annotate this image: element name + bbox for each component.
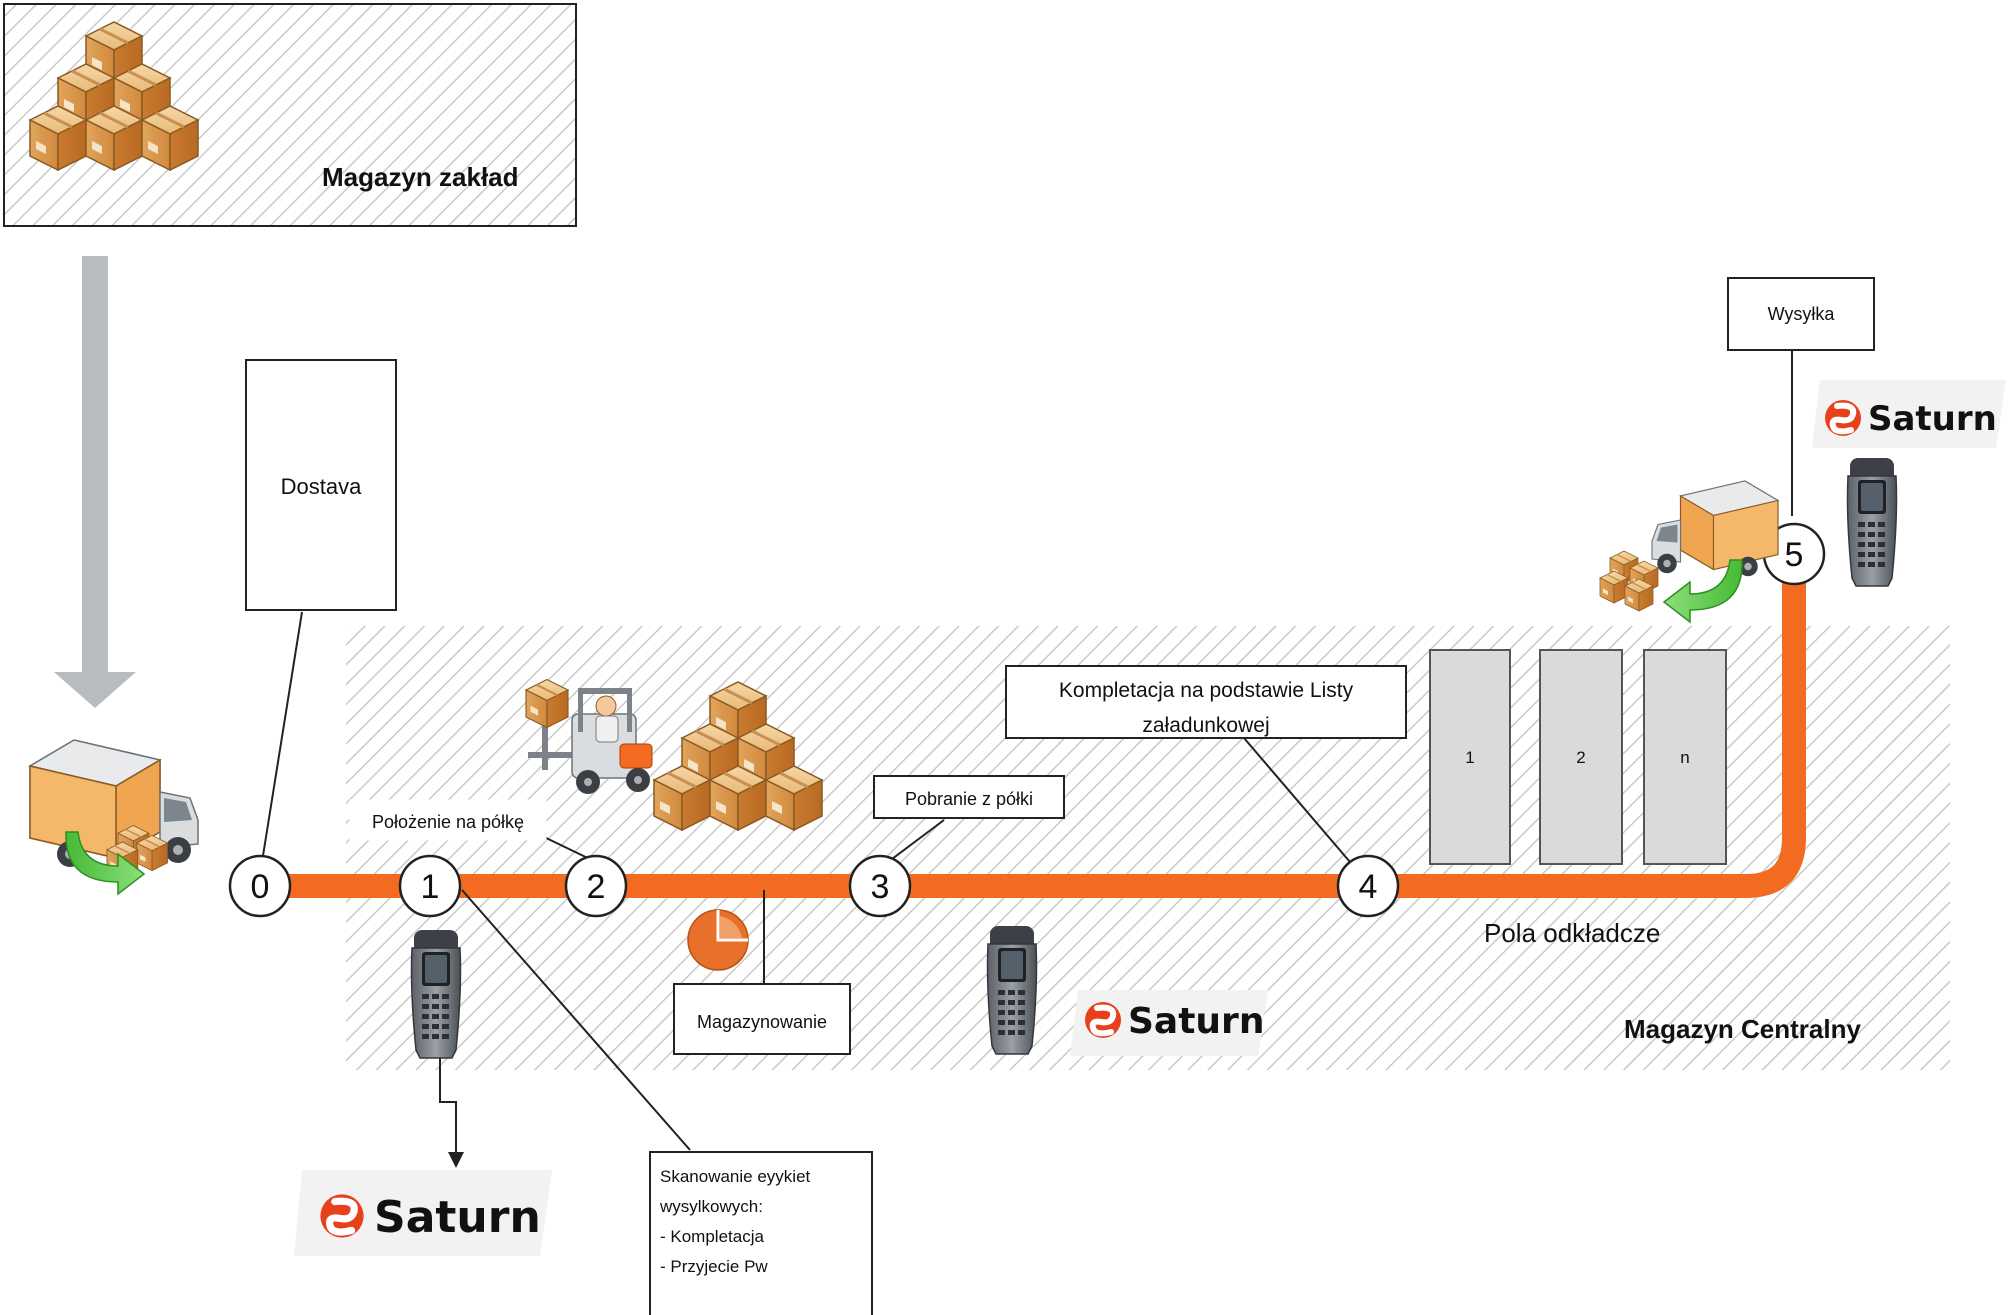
callout-text-line3: - Kompletacja <box>660 1227 764 1246</box>
step-0: 0 <box>228 854 292 918</box>
step-3: 3 <box>848 854 912 918</box>
plant-warehouse-zone: Magazyn zakład <box>3 3 577 227</box>
step-number: 3 <box>871 868 890 906</box>
green-arrow-icon <box>1663 559 1743 623</box>
step-number: 5 <box>1785 536 1804 574</box>
bay-1: 1 <box>1429 649 1511 865</box>
central-warehouse-label: Magazyn Centralny <box>1624 1014 1861 1044</box>
saturn-logo-text: Saturn <box>374 1192 541 1243</box>
callout-text: Magazynowanie <box>697 1012 827 1032</box>
inbound-arrow <box>54 256 136 708</box>
callout-text: Położenie na półkę <box>372 812 524 832</box>
step-number: 4 <box>1359 868 1378 906</box>
callout-connectors <box>261 350 1793 1168</box>
callout-put-on-shelf: Położenie na półkę <box>349 799 547 841</box>
saturn-logo-icon <box>320 1194 363 1237</box>
saturn-logo-text: Saturn <box>1128 1001 1264 1042</box>
barcode-scanner-icon <box>410 929 462 1059</box>
callout-text: Wysyłka <box>1768 304 1836 324</box>
step-number: 0 <box>251 868 270 906</box>
bay-2: 2 <box>1539 649 1623 865</box>
callout-text-line2: wysylkowych: <box>659 1197 763 1216</box>
callout-pick-from-shelf: Pobranie z półki <box>873 775 1065 819</box>
callout-text: Pobranie z półki <box>905 789 1033 809</box>
callout-text-line1: Kompletacja na podstawie Listy <box>1059 679 1354 702</box>
plant-warehouse-label: Magazyn zakład <box>322 162 519 192</box>
callout-shipping: Wysyłka <box>1727 277 1875 351</box>
saturn-logo-icon <box>1825 400 1861 436</box>
saturn-logo-text: Saturn <box>1868 399 1997 439</box>
boxes-stack-icon <box>1599 550 1659 612</box>
saturn-logo-icon <box>1085 1002 1121 1038</box>
callout-scanning: Skanowanie eyykiet wysylkowych: - Komple… <box>649 1151 873 1315</box>
step-number: 1 <box>421 868 440 906</box>
bay-label: 1 <box>1465 748 1474 767</box>
flow-line <box>260 560 1806 898</box>
callout-picking: Kompletacja na podstawie Listy załadunko… <box>1005 665 1407 739</box>
callout-storage: Magazynowanie <box>673 983 851 1055</box>
callout-text-line2: załadunkowej <box>1142 714 1269 737</box>
pie-clock-icon <box>687 909 749 971</box>
delivery-truck-icon <box>1651 480 1779 577</box>
bay-n: n <box>1643 649 1727 865</box>
delivery-truck-icon <box>29 739 199 895</box>
callout-text-line1: Skanowanie eyykiet <box>660 1167 811 1186</box>
bay-label: n <box>1680 748 1689 767</box>
saturn-logo-center: Saturn <box>1070 990 1268 1056</box>
step-4: 4 <box>1336 854 1400 918</box>
saturn-logo-bottom-left: Saturn <box>294 1170 552 1256</box>
step-number: 2 <box>587 868 606 906</box>
callout-delivery: Dostava <box>245 359 397 611</box>
callout-text: Dostava <box>281 474 362 499</box>
staging-bays: 1 2 n <box>1429 649 1727 865</box>
step-1: 1 <box>398 854 462 918</box>
forklift-icon <box>524 678 653 794</box>
saturn-logo-top-right: Saturn <box>1812 380 2006 448</box>
callout-text-line4: - Przyjecie Pw <box>660 1257 768 1276</box>
staging-area-label: Pola odkładcze <box>1484 918 1660 948</box>
step-5: 5 <box>1762 522 1826 586</box>
step-2: 2 <box>564 854 628 918</box>
barcode-scanner-icon <box>986 925 1038 1055</box>
barcode-scanner-icon <box>1846 457 1898 587</box>
bay-label: 2 <box>1576 748 1585 767</box>
